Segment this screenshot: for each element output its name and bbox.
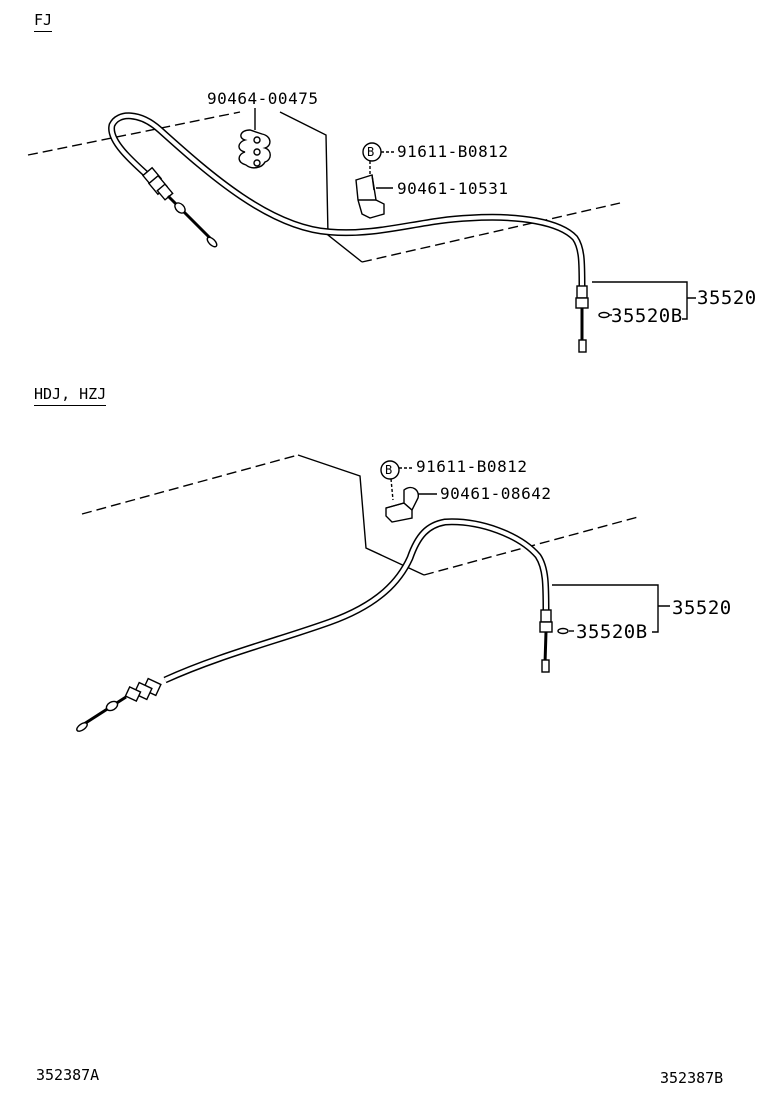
fj-clamp-part-number: 90464-00475: [207, 89, 319, 108]
hdj-bracket-part-number: 90461-08642: [440, 484, 552, 503]
hdj-bolt-dash: [390, 478, 394, 501]
footer-right-code: 352387B: [660, 1069, 724, 1087]
fj-bracket: [355, 174, 385, 219]
fj-section-title: FJ: [34, 12, 53, 32]
fj-cable-sub-part-number: 35520B: [611, 305, 683, 327]
hdj-bolt-symbol-circle: [380, 460, 400, 480]
fj-cable-assy-part-number: 35520: [697, 287, 757, 309]
hdj-cable-sub-part-number: 35520B: [576, 621, 648, 643]
fj-cable-ring: [598, 311, 610, 319]
hdj-cable-ring: [557, 627, 569, 635]
fj-cable-clamp: [238, 129, 271, 169]
hdj-bolt-symbol: B: [385, 463, 393, 477]
hdj-section-title: HDJ, HZJ: [34, 386, 107, 406]
footer-left-code: 352387A: [36, 1066, 100, 1084]
fj-cable-right-end: [575, 285, 610, 353]
hdj-diagram: [76, 454, 670, 732]
fj-bolt-symbol: B: [367, 145, 375, 159]
hdj-cable-right-end: [539, 609, 569, 673]
fj-reference-line-left: [27, 111, 241, 156]
fj-bracket-part-number: 90461-10531: [397, 179, 509, 198]
hdj-reference-line-left: [81, 454, 299, 515]
fj-cable: [108, 112, 586, 289]
hdj-assy-bracket: [552, 584, 670, 633]
hdj-bolt-part-number: 91611-B0812: [416, 457, 528, 476]
fj-bolt-part-number: 91611-B0812: [397, 142, 509, 161]
hdj-bracket: [385, 486, 419, 523]
fj-assy-bracket: [592, 281, 696, 320]
hdj-cable-assy-part-number: 35520: [672, 597, 732, 619]
hdj-frame-leader: [297, 454, 425, 576]
hdj-cable-left-end: [76, 677, 162, 732]
fj-frame-leader: [279, 111, 363, 263]
fj-cable-left-end: [141, 166, 218, 248]
fj-diagram: [27, 108, 696, 353]
